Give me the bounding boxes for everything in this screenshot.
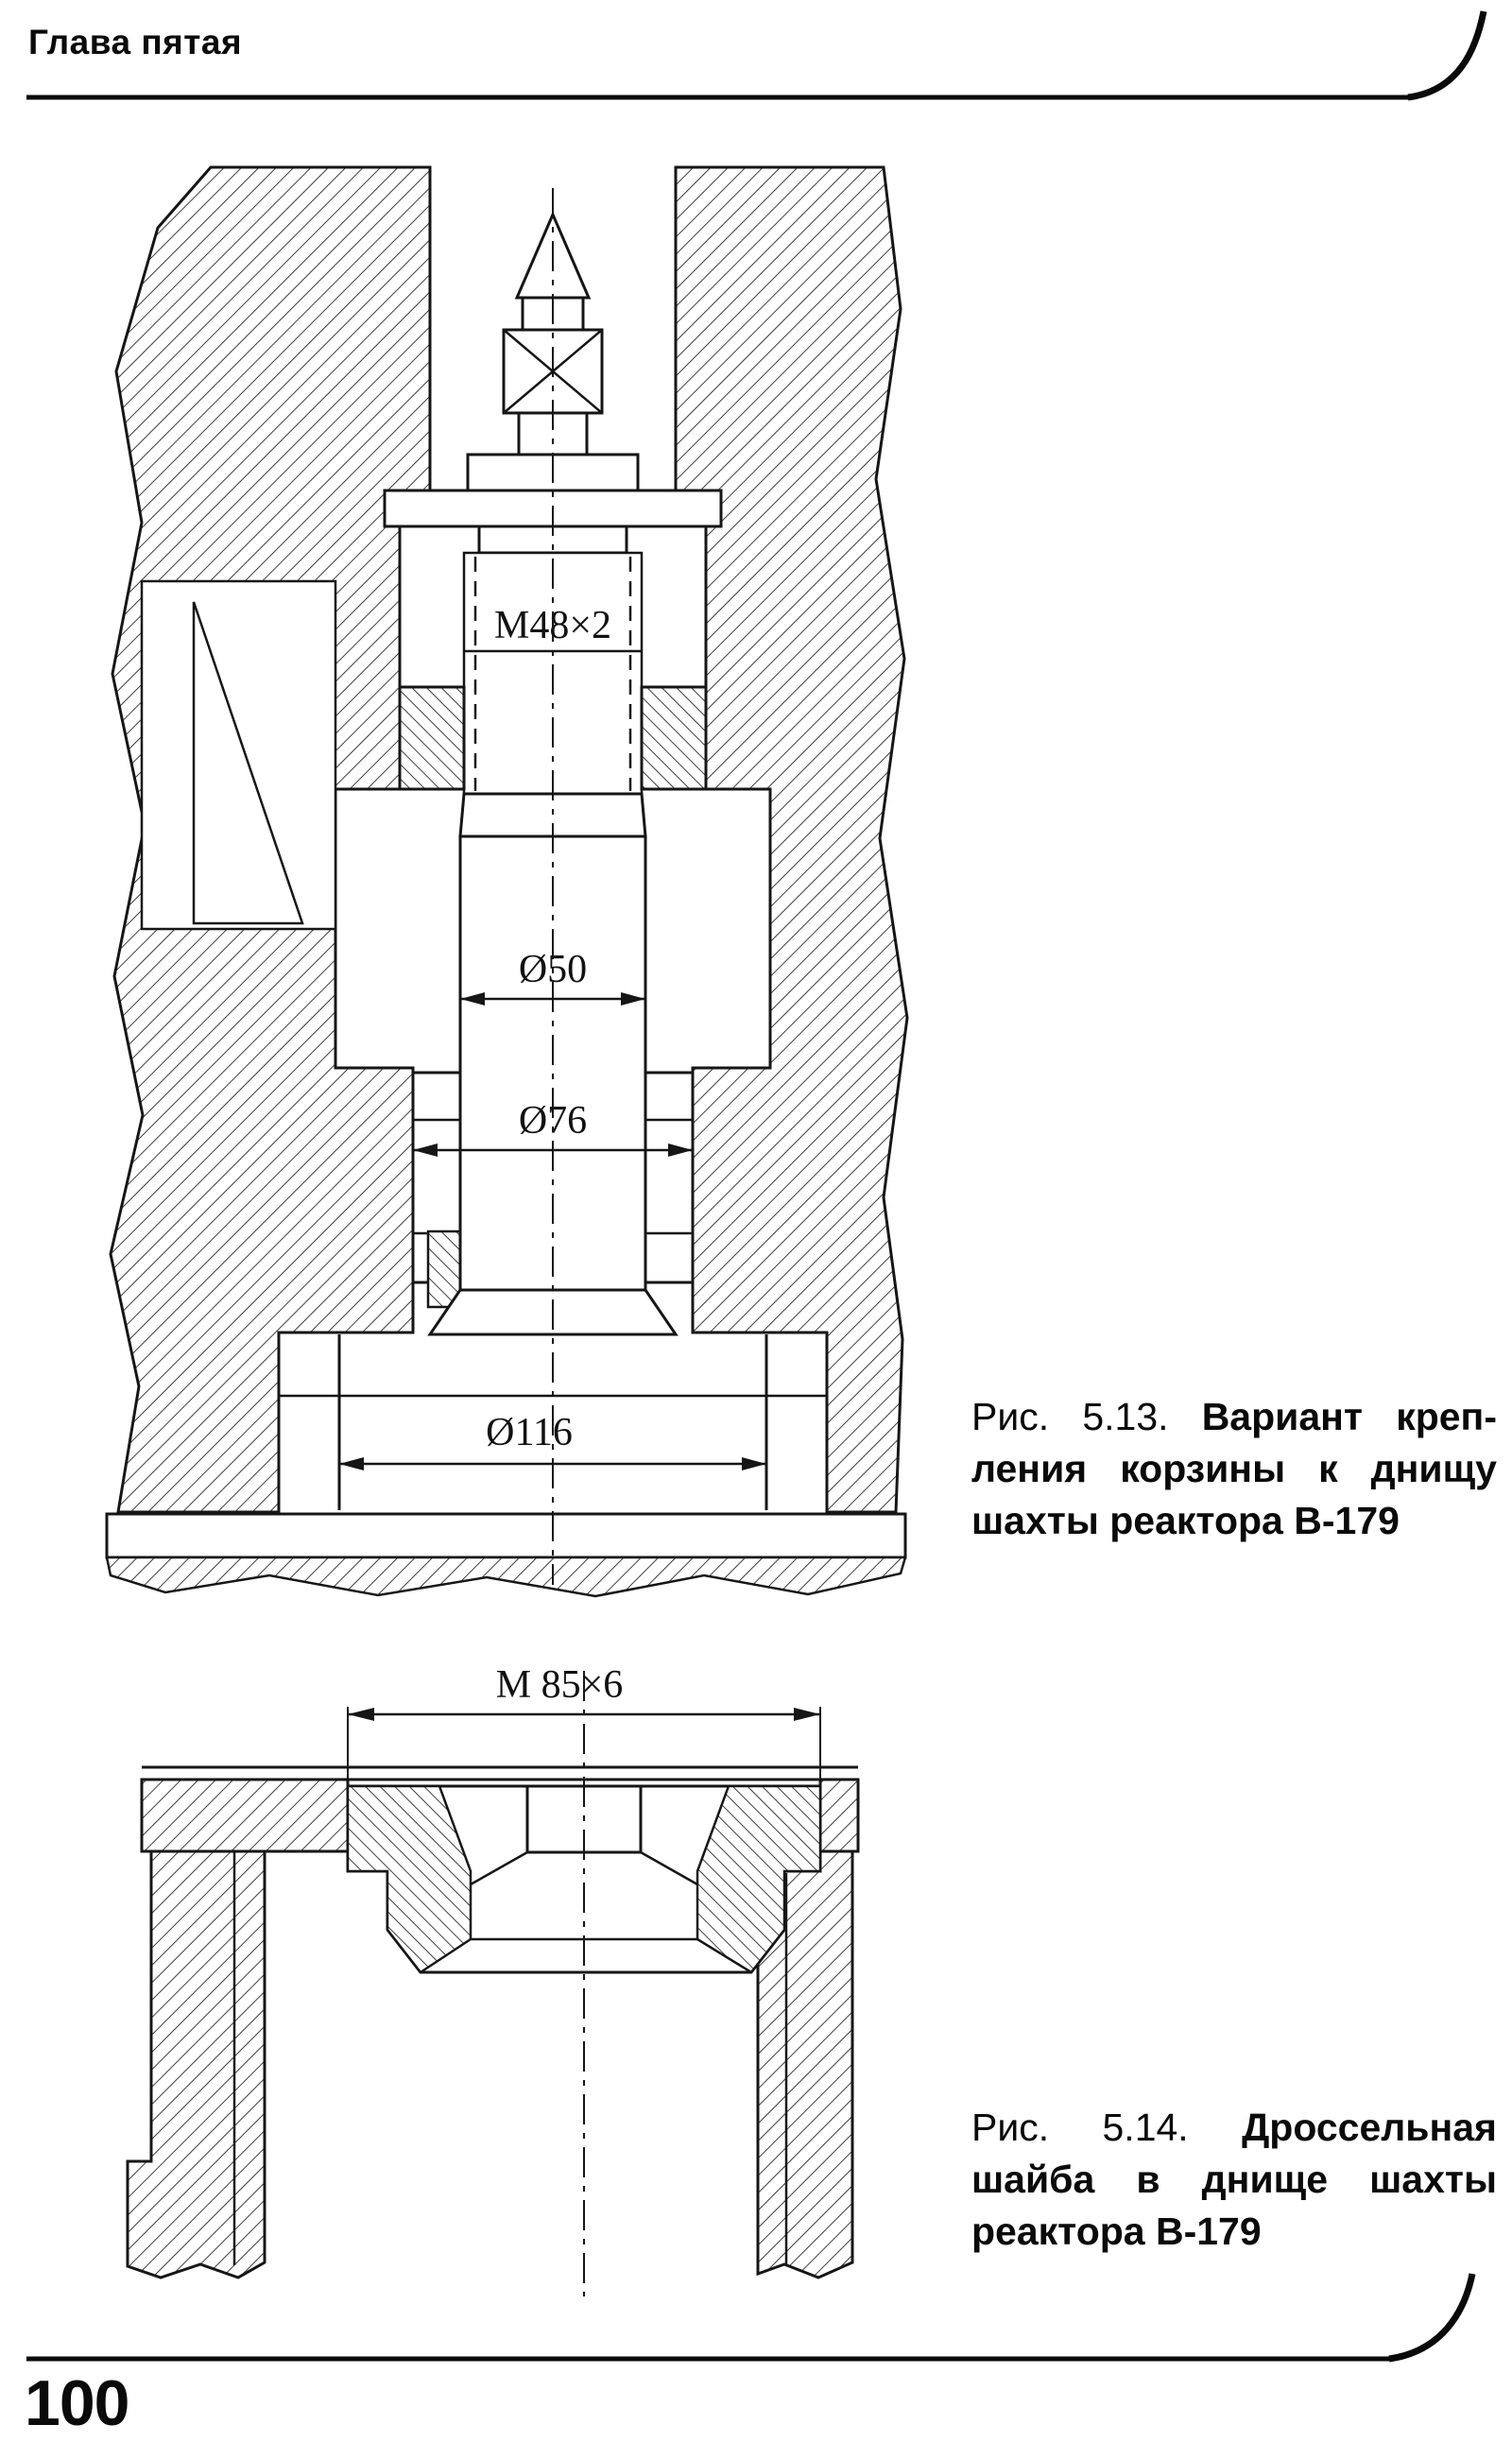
figure-5-13-drawing: M48×2 Ø50 Ø76 Ø116 bbox=[105, 165, 909, 1598]
washer-left-section bbox=[346, 1784, 472, 1974]
d50-arrow-right bbox=[621, 992, 645, 1006]
footer-rule bbox=[26, 2273, 1476, 2363]
dim-arrow-left bbox=[348, 1708, 374, 1721]
plate-right-segment bbox=[818, 1778, 860, 1853]
page-number: 100 bbox=[25, 2367, 129, 2439]
shaft-right-wall bbox=[674, 165, 909, 1514]
figure-number-5-14: Рис. 5.14. bbox=[971, 2106, 1189, 2149]
caption-line: Рис. 5.13. Вариант креп- bbox=[971, 1391, 1497, 1443]
dim-arrow-right bbox=[794, 1708, 820, 1721]
figure1-dimensions: M48×2 Ø50 Ø76 Ø116 bbox=[339, 188, 766, 1585]
caption-line: шайба в днище шахты bbox=[971, 2157, 1497, 2201]
d116-arrow-left bbox=[339, 1457, 364, 1470]
caption-text: Вариант креп- bbox=[1201, 1395, 1497, 1438]
d76-arrow-right bbox=[668, 1144, 693, 1157]
chapter-title: Глава пятая bbox=[28, 23, 243, 61]
washer-chamfer-left bbox=[470, 1850, 528, 1886]
bottom-plate-band bbox=[105, 1512, 907, 1559]
torn-bottom-edge bbox=[105, 1556, 907, 1598]
header-rule bbox=[26, 10, 1487, 101]
washer-right-section bbox=[696, 1784, 822, 1974]
keeper-block-right bbox=[640, 685, 708, 791]
wedge-detail bbox=[192, 601, 304, 925]
footer-corner-curl bbox=[1388, 2273, 1476, 2363]
d76-arrow-left bbox=[413, 1144, 438, 1157]
figure-5-14-drawing: М 85×6 bbox=[126, 1663, 860, 2296]
throttle-washer bbox=[346, 1784, 822, 1974]
caption-line: реактора В-179 bbox=[971, 2209, 1262, 2253]
caption-5-13: Рис. 5.13. Вариант креп- ления корзины к… bbox=[971, 1391, 1497, 1547]
bottom-plate bbox=[140, 1778, 860, 1853]
caption-5-14: Рис. 5.14. Дроссельная шайба в днище шах… bbox=[971, 2102, 1497, 2258]
caption-line: ления корзины к днищу bbox=[971, 1446, 1497, 1490]
caption-text: Дроссельная bbox=[1242, 2106, 1497, 2149]
basket-bottom bbox=[105, 1334, 907, 1598]
shaft-bottom-sheet bbox=[142, 1765, 858, 1781]
d116-arrow-right bbox=[742, 1457, 766, 1470]
right-column-body bbox=[756, 1849, 854, 2279]
plate-left-segment bbox=[140, 1778, 350, 1853]
washer-chamfer-right bbox=[640, 1850, 698, 1886]
left-column-body bbox=[126, 1849, 266, 2279]
left-wall-notch bbox=[140, 579, 337, 931]
header-corner-curl bbox=[1407, 10, 1487, 101]
d50-arrow-left bbox=[460, 992, 485, 1006]
d116-dimension-label: Ø116 bbox=[486, 1411, 573, 1454]
right-wall-column bbox=[756, 1849, 854, 2279]
keeper-block-left bbox=[398, 685, 466, 791]
thread-dimension-label: М 85×6 bbox=[496, 1663, 624, 1707]
figure-number-5-13: Рис. 5.13. bbox=[971, 1395, 1169, 1438]
caption-line: Рис. 5.14. Дроссельная bbox=[971, 2102, 1497, 2154]
right-sleeve bbox=[644, 1071, 695, 1284]
caption-line: шахты реактора В-179 bbox=[971, 1498, 1400, 1542]
figure2-dimensions: М 85×6 bbox=[347, 1663, 821, 2296]
left-wall-column bbox=[126, 1849, 266, 2279]
